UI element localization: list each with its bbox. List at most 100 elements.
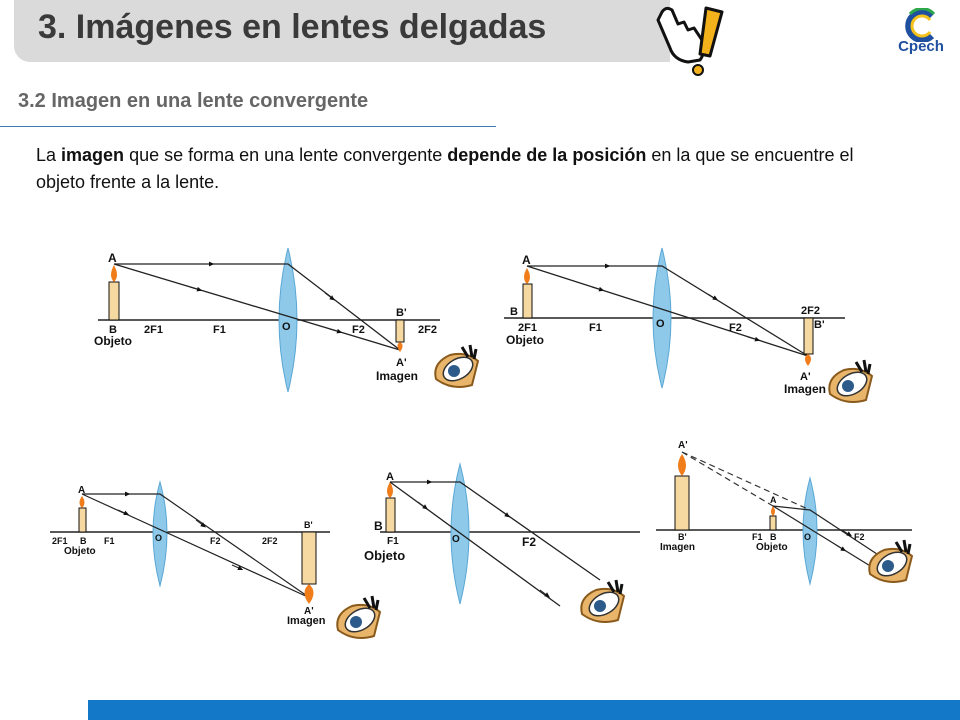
logo-text: Cpech — [898, 38, 944, 55]
label-imagen: Imagen — [784, 382, 826, 396]
label-a-prime: A' — [304, 606, 314, 617]
label-objeto: Objeto — [94, 334, 132, 348]
intro-bold-text: imagen — [61, 145, 125, 165]
label-a-prime: A' — [800, 371, 811, 383]
label-b: B — [109, 324, 117, 336]
virtual-ray — [681, 451, 774, 507]
label-b-prime: B' — [396, 307, 407, 319]
virtual-ray — [681, 451, 811, 511]
label-2f2: 2F2 — [262, 536, 278, 546]
cpech-logo: Cpech — [890, 7, 952, 64]
diagram-case-inside-f: A' B' Imagen A F1 B Objeto O F2 — [656, 440, 914, 586]
convergent-lens — [652, 247, 672, 389]
ray — [82, 493, 311, 599]
ray — [390, 481, 601, 581]
intro-bold-text: depende de la posición — [447, 145, 647, 165]
label-a-prime: A' — [396, 357, 407, 369]
label-a: A — [108, 251, 117, 265]
label-a: A — [770, 495, 777, 505]
convergent-lens — [152, 480, 168, 588]
label-2f1: 2F1 — [144, 324, 163, 336]
label-f2: F2 — [854, 532, 865, 542]
eye-icon — [827, 358, 874, 404]
label-2f2: 2F2 — [801, 305, 820, 317]
image-candle — [301, 531, 317, 585]
label-a: A — [78, 485, 85, 496]
ray — [113, 263, 401, 351]
label-f1: F1 — [213, 324, 226, 336]
label-f2: F2 — [352, 324, 365, 336]
label-objeto: Objeto — [756, 542, 788, 553]
label-f1: F1 — [387, 536, 399, 547]
image-flame — [304, 584, 314, 604]
label-b-prime: B' — [814, 319, 825, 331]
object-flame — [79, 496, 85, 508]
label-f1: F1 — [589, 322, 602, 334]
label-2f2: 2F2 — [418, 324, 437, 336]
label-b: B — [510, 306, 518, 318]
virtual-image-candle — [674, 475, 690, 531]
diagram-case-between-f-2f: A 2F1 B Objeto F1 O F2 2F2 B' A' Imagen — [50, 480, 382, 640]
ray — [81, 493, 311, 599]
diagram-case-beyond-2f: A B Objeto 2F1 F1 O F2 2F2 B' A' Imagen — [94, 247, 480, 393]
object-candle — [385, 497, 396, 533]
intro-paragraph: La imagen que se forma en una lente conv… — [36, 142, 906, 196]
intro-text: en la que se encuentre el objeto frente … — [36, 145, 854, 192]
page-title: 3. Imágenes en lentes delgadas — [38, 8, 547, 46]
label-f2: F2 — [729, 322, 742, 334]
label-a: A — [386, 471, 394, 483]
section-subtitle: 3.2 Imagen en una lente convergente — [18, 90, 369, 112]
label-o: O — [452, 534, 460, 545]
image-candle — [395, 319, 405, 343]
title-bar — [14, 0, 670, 62]
label-imagen: Imagen — [660, 542, 695, 553]
label-imagen: Imagen — [287, 615, 326, 627]
object-flame — [387, 482, 393, 498]
ray — [526, 265, 809, 357]
image-flame — [805, 354, 811, 366]
object-candle — [108, 281, 120, 321]
label-o: O — [282, 321, 291, 333]
object-candle — [78, 507, 87, 533]
eye-icon — [579, 578, 626, 624]
label-objeto: Objeto — [506, 333, 544, 347]
image-candle — [803, 317, 814, 355]
label-a-prime: A' — [678, 440, 688, 451]
object-flame — [111, 265, 117, 282]
eye-icon — [335, 594, 382, 640]
ray — [114, 263, 401, 351]
subtitle-underline — [0, 126, 496, 127]
ray — [772, 505, 881, 557]
label-a: A — [522, 253, 531, 267]
footer-bar — [88, 700, 960, 720]
object-candle — [769, 515, 777, 531]
label-imagen: Imagen — [376, 369, 418, 383]
label-objeto: Objeto — [64, 546, 96, 557]
object-candle — [522, 283, 533, 319]
label-b: B — [80, 536, 87, 546]
label-2f1: 2F1 — [518, 322, 537, 334]
virtual-image-flame — [678, 454, 686, 476]
label-o: O — [804, 532, 811, 542]
pointing-hand-icon — [656, 6, 724, 76]
object-flame — [524, 268, 530, 284]
intro-text: que se forma en una lente convergente — [124, 145, 448, 165]
object-flame — [771, 506, 775, 516]
label-f2: F2 — [210, 536, 221, 546]
eye-icon — [867, 538, 914, 584]
ray — [772, 505, 881, 573]
label-f1: F1 — [104, 536, 115, 546]
label-o: O — [656, 318, 665, 330]
convergent-lens — [802, 476, 818, 586]
label-b-prime: B' — [678, 532, 687, 542]
cpech-logo-icon — [905, 7, 936, 43]
label-o: O — [155, 533, 162, 543]
label-objeto: Objeto — [364, 548, 405, 563]
eye-icon — [433, 343, 480, 389]
label-b-prime: B' — [304, 520, 313, 530]
label-2f1: 2F1 — [52, 536, 68, 546]
convergent-lens — [450, 462, 470, 605]
ray — [527, 265, 809, 357]
diagram-case-at-f: A B F1 Objeto O F2 — [364, 462, 640, 624]
